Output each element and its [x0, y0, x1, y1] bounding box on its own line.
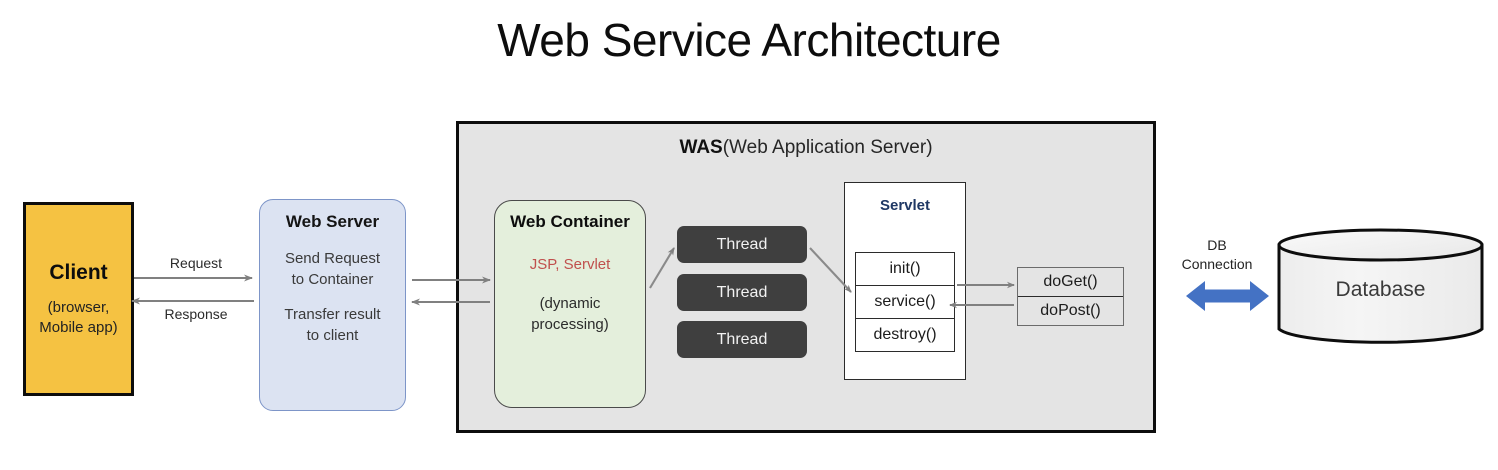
jsp-servlet-label: JSP, Servlet [529, 256, 611, 273]
client-subtitle-line-2: Mobile app) [39, 319, 118, 336]
servlet-method-init: init() [856, 253, 954, 286]
dynamic-processing-line-1: (dynamic [539, 295, 601, 312]
db-connection-label: DB Connection [1163, 236, 1271, 274]
client-subtitle-line-1: (browser, [47, 299, 110, 316]
do-post-method: doPost() [1040, 302, 1101, 319]
was-abbreviation: WAS [679, 137, 723, 158]
response-flow-label: Response [164, 306, 228, 322]
servlet-method-service: service() [856, 286, 954, 319]
servlet-method-list: init() service() destroy() [855, 252, 955, 352]
was-title: WAS(Web Application Server) [456, 134, 1156, 162]
web-container-title: Web Container [510, 212, 630, 231]
servlet-title: Servlet [879, 197, 931, 214]
database-node [1277, 228, 1484, 346]
thread-node-3: Thread [677, 321, 807, 358]
web-server-line-2: to Container [291, 271, 374, 288]
database-label: Database [1335, 278, 1426, 301]
servlet-method-destroy: destroy() [856, 319, 954, 351]
request-flow-label: Request [169, 255, 223, 271]
db-connection-line-1: DB [1207, 237, 1227, 253]
web-server-line-3: Transfer result [284, 306, 381, 323]
db-connection-arrow [1186, 281, 1269, 311]
client-title: Client [49, 261, 108, 284]
web-server-node: Web Server Send Request to Container Tra… [259, 199, 406, 411]
do-get-method: doGet() [1018, 268, 1123, 297]
thread-node-2: Thread [677, 274, 807, 311]
database-cylinder-icon [1277, 228, 1484, 344]
was-full-name: (Web Application Server) [722, 137, 933, 158]
page-title: Web Service Architecture [497, 14, 1001, 66]
http-method-list: doGet() doPost() [1017, 267, 1124, 326]
dynamic-processing-line-2: processing) [531, 316, 609, 333]
web-server-line-4: to client [306, 327, 359, 344]
web-server-title: Web Server [285, 212, 380, 231]
web-server-line-1: Send Request [284, 250, 381, 267]
dynamic-processing-group: (dynamic processing) [531, 293, 609, 335]
web-container-node: Web Container JSP, Servlet (dynamic proc… [494, 200, 646, 408]
client-node: Client (browser, Mobile app) [23, 202, 134, 396]
db-connection-line-2: Connection [1181, 256, 1253, 272]
thread-node-1: Thread [677, 226, 807, 263]
